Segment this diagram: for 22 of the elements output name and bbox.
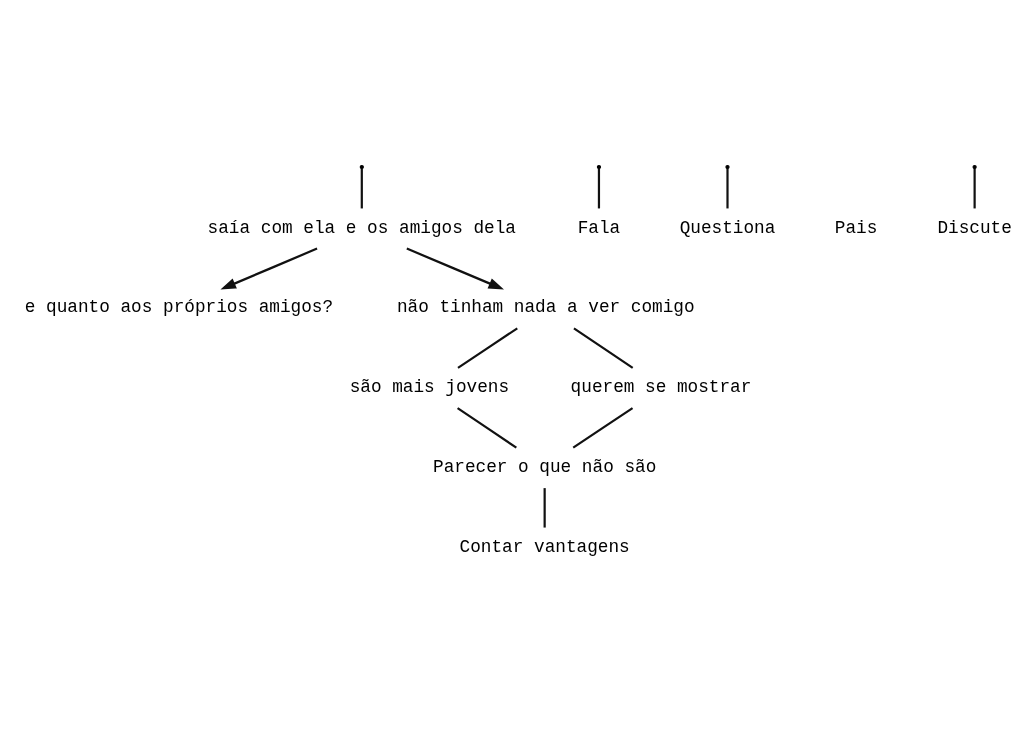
node-text: Questiona xyxy=(679,217,776,238)
connector xyxy=(457,327,518,369)
node-text: Discute xyxy=(937,217,1012,238)
arrow xyxy=(220,247,318,290)
connector xyxy=(360,168,363,209)
connector xyxy=(573,327,634,369)
node-text: e quanto aos próprios amigos? xyxy=(24,297,334,318)
node-text: não tinham nada a ver comigo xyxy=(396,297,695,318)
node-text: saía com ela e os amigos dela xyxy=(207,217,516,238)
node-text: Fala xyxy=(577,217,621,238)
node-text: Parecer o que não são xyxy=(433,457,657,478)
connector xyxy=(726,168,729,209)
connector xyxy=(973,168,976,209)
node-text: querem se mostrar xyxy=(570,377,752,398)
connector xyxy=(597,168,601,209)
node-text: são mais jovens xyxy=(349,377,510,398)
connector xyxy=(572,407,634,449)
label: Pais xyxy=(834,217,878,238)
connector xyxy=(456,407,517,449)
node-text: Contar vantagens xyxy=(459,536,630,557)
arrow xyxy=(406,247,504,290)
connector xyxy=(543,488,546,528)
